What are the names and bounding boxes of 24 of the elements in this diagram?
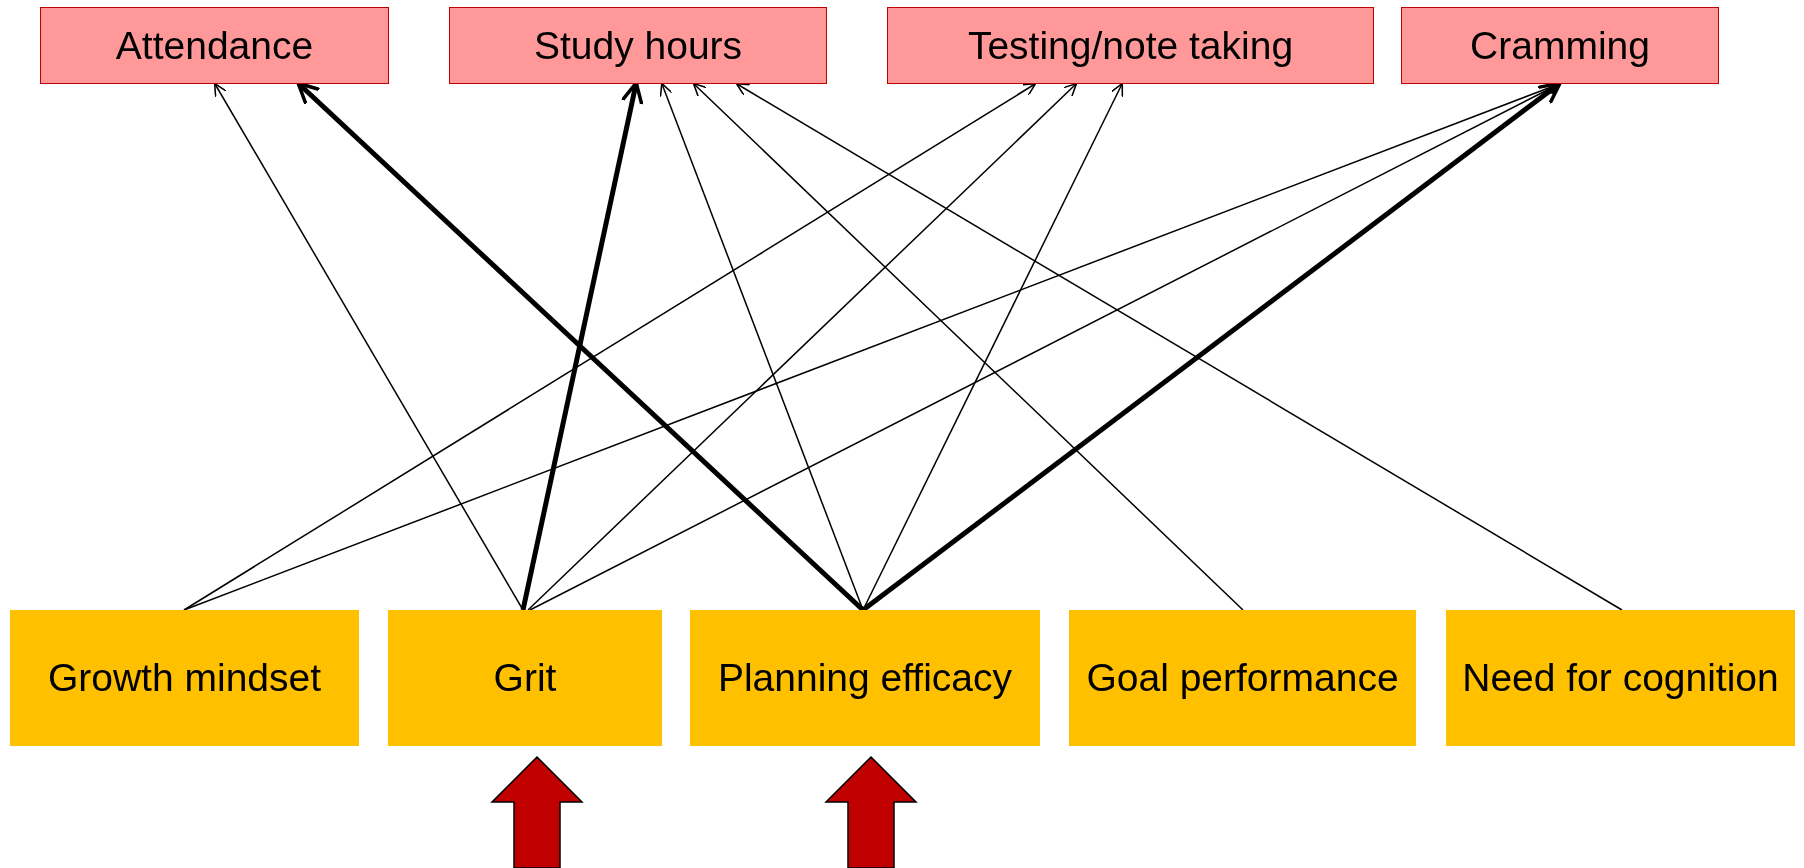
arrow xyxy=(735,82,1623,611)
node-label: Grit xyxy=(492,655,558,702)
trait-box xyxy=(10,610,359,746)
trait-box xyxy=(1069,610,1416,746)
trait-box xyxy=(690,610,1040,746)
trait-box xyxy=(388,610,662,746)
arrow xyxy=(692,82,1244,611)
node-label: Testing/note taking xyxy=(966,22,1295,69)
node-label: Growth mindset xyxy=(46,655,323,702)
outcome-box xyxy=(40,7,389,84)
node-label: Planning efficacy xyxy=(716,655,1014,702)
node-label: Cramming xyxy=(1469,22,1651,69)
node-label: Need for cognition xyxy=(1461,655,1780,702)
node-label: Study hours xyxy=(532,22,744,69)
outcome-box xyxy=(1401,7,1719,84)
node-label: Goal performance xyxy=(1085,655,1400,702)
arrow xyxy=(183,82,1037,611)
trait-box xyxy=(1446,610,1795,746)
block-arrow xyxy=(824,755,918,868)
outcome-box xyxy=(887,7,1374,84)
arrow xyxy=(527,82,1078,611)
node-label: Attendance xyxy=(114,22,315,69)
outcome-box xyxy=(449,7,827,84)
block-arrow xyxy=(490,755,584,868)
